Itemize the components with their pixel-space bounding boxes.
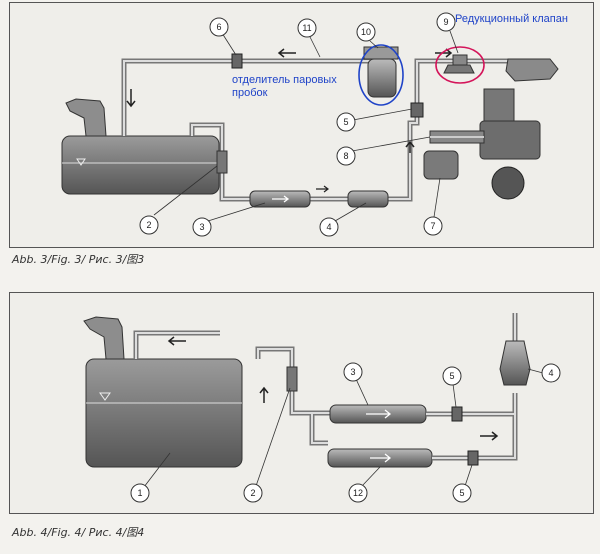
callout-3-label: 3 bbox=[199, 222, 204, 232]
fitting-6 bbox=[231, 53, 243, 69]
callout-10-label: 10 bbox=[361, 27, 371, 37]
callout-6 bbox=[209, 17, 229, 37]
pressure-regulator bbox=[443, 54, 475, 74]
return-flow-arrow-top bbox=[277, 48, 296, 58]
pressure-regulator-annotation: Редукционный клапан bbox=[455, 13, 568, 25]
callout-5-lower bbox=[452, 483, 472, 503]
return-line-4 bbox=[133, 330, 220, 359]
callout-5 bbox=[336, 112, 356, 132]
callout-4-label: 4 bbox=[326, 222, 331, 232]
return-flow-arrow bbox=[126, 89, 136, 108]
callout-3-fig4-label: 3 bbox=[350, 367, 355, 377]
fitting-5-lower bbox=[467, 450, 479, 466]
callout-5-lower-label: 5 bbox=[459, 488, 464, 498]
callout-4-fig4-label: 4 bbox=[548, 368, 553, 378]
figure-4-caption: Abb. 4/Fig. 4/ Рис. 4/图4 bbox=[12, 526, 145, 539]
vapor-separator-annotation: отделитель паровых пробок bbox=[232, 74, 337, 99]
callout-2-label: 2 bbox=[146, 220, 151, 230]
figure-4-panel: 1 2 3 4 5 5 12 bbox=[9, 292, 594, 514]
callout-12 bbox=[348, 483, 368, 503]
callout-4-fig4 bbox=[541, 363, 561, 383]
callout-1 bbox=[130, 483, 150, 503]
separator-highlight-circle bbox=[358, 44, 404, 106]
supply-line-4 bbox=[255, 346, 330, 446]
fuel-tank bbox=[61, 98, 220, 195]
figure-3-panel: 2 3 4 5 6 7 8 9 10 bbox=[9, 2, 594, 248]
callout-2-fig4 bbox=[243, 483, 263, 503]
inline-filter-4 bbox=[286, 366, 298, 392]
callout-8-label: 8 bbox=[343, 151, 348, 161]
callout-9 bbox=[436, 12, 456, 32]
inline-filter bbox=[216, 150, 228, 174]
callout-6-label: 6 bbox=[216, 22, 221, 32]
callout-4 bbox=[319, 217, 339, 237]
supply-flow-arrow bbox=[405, 140, 415, 153]
fitting-5-upper bbox=[451, 406, 463, 422]
figure-4-diagram: 1 2 3 4 5 5 12 bbox=[83, 313, 561, 503]
callout-12-label: 12 bbox=[353, 488, 363, 498]
callout-3-fig4 bbox=[343, 362, 363, 382]
callout-5-label: 5 bbox=[343, 117, 348, 127]
callout-5-upper bbox=[442, 366, 462, 386]
regulator-highlight-circle bbox=[435, 46, 485, 84]
vapor-separator bbox=[363, 46, 399, 98]
fuel-tank-4 bbox=[83, 316, 243, 468]
callout-2 bbox=[139, 215, 159, 235]
callout-5-upper-label: 5 bbox=[449, 371, 454, 381]
callout-1-label: 1 bbox=[137, 488, 142, 498]
callout-9-label: 9 bbox=[443, 17, 448, 27]
callout-11-label: 11 bbox=[302, 23, 311, 33]
callout-8 bbox=[336, 146, 356, 166]
callout-10 bbox=[356, 22, 376, 42]
callout-7 bbox=[423, 216, 443, 236]
callout-11 bbox=[297, 18, 317, 38]
callout-7-label: 7 bbox=[430, 221, 435, 231]
fitting-5 bbox=[410, 102, 424, 118]
vapor-separator-4 bbox=[499, 340, 531, 386]
callout-2-fig4-label: 2 bbox=[250, 488, 255, 498]
figure-3-caption: Abb. 3/Fig. 3/ Рис. 3/图3 bbox=[12, 253, 145, 266]
fuel-pump-4 bbox=[347, 190, 389, 208]
engine-block bbox=[423, 58, 559, 200]
figure-3-diagram: 2 3 4 5 6 7 8 9 10 bbox=[61, 12, 559, 237]
callout-3 bbox=[192, 217, 212, 237]
